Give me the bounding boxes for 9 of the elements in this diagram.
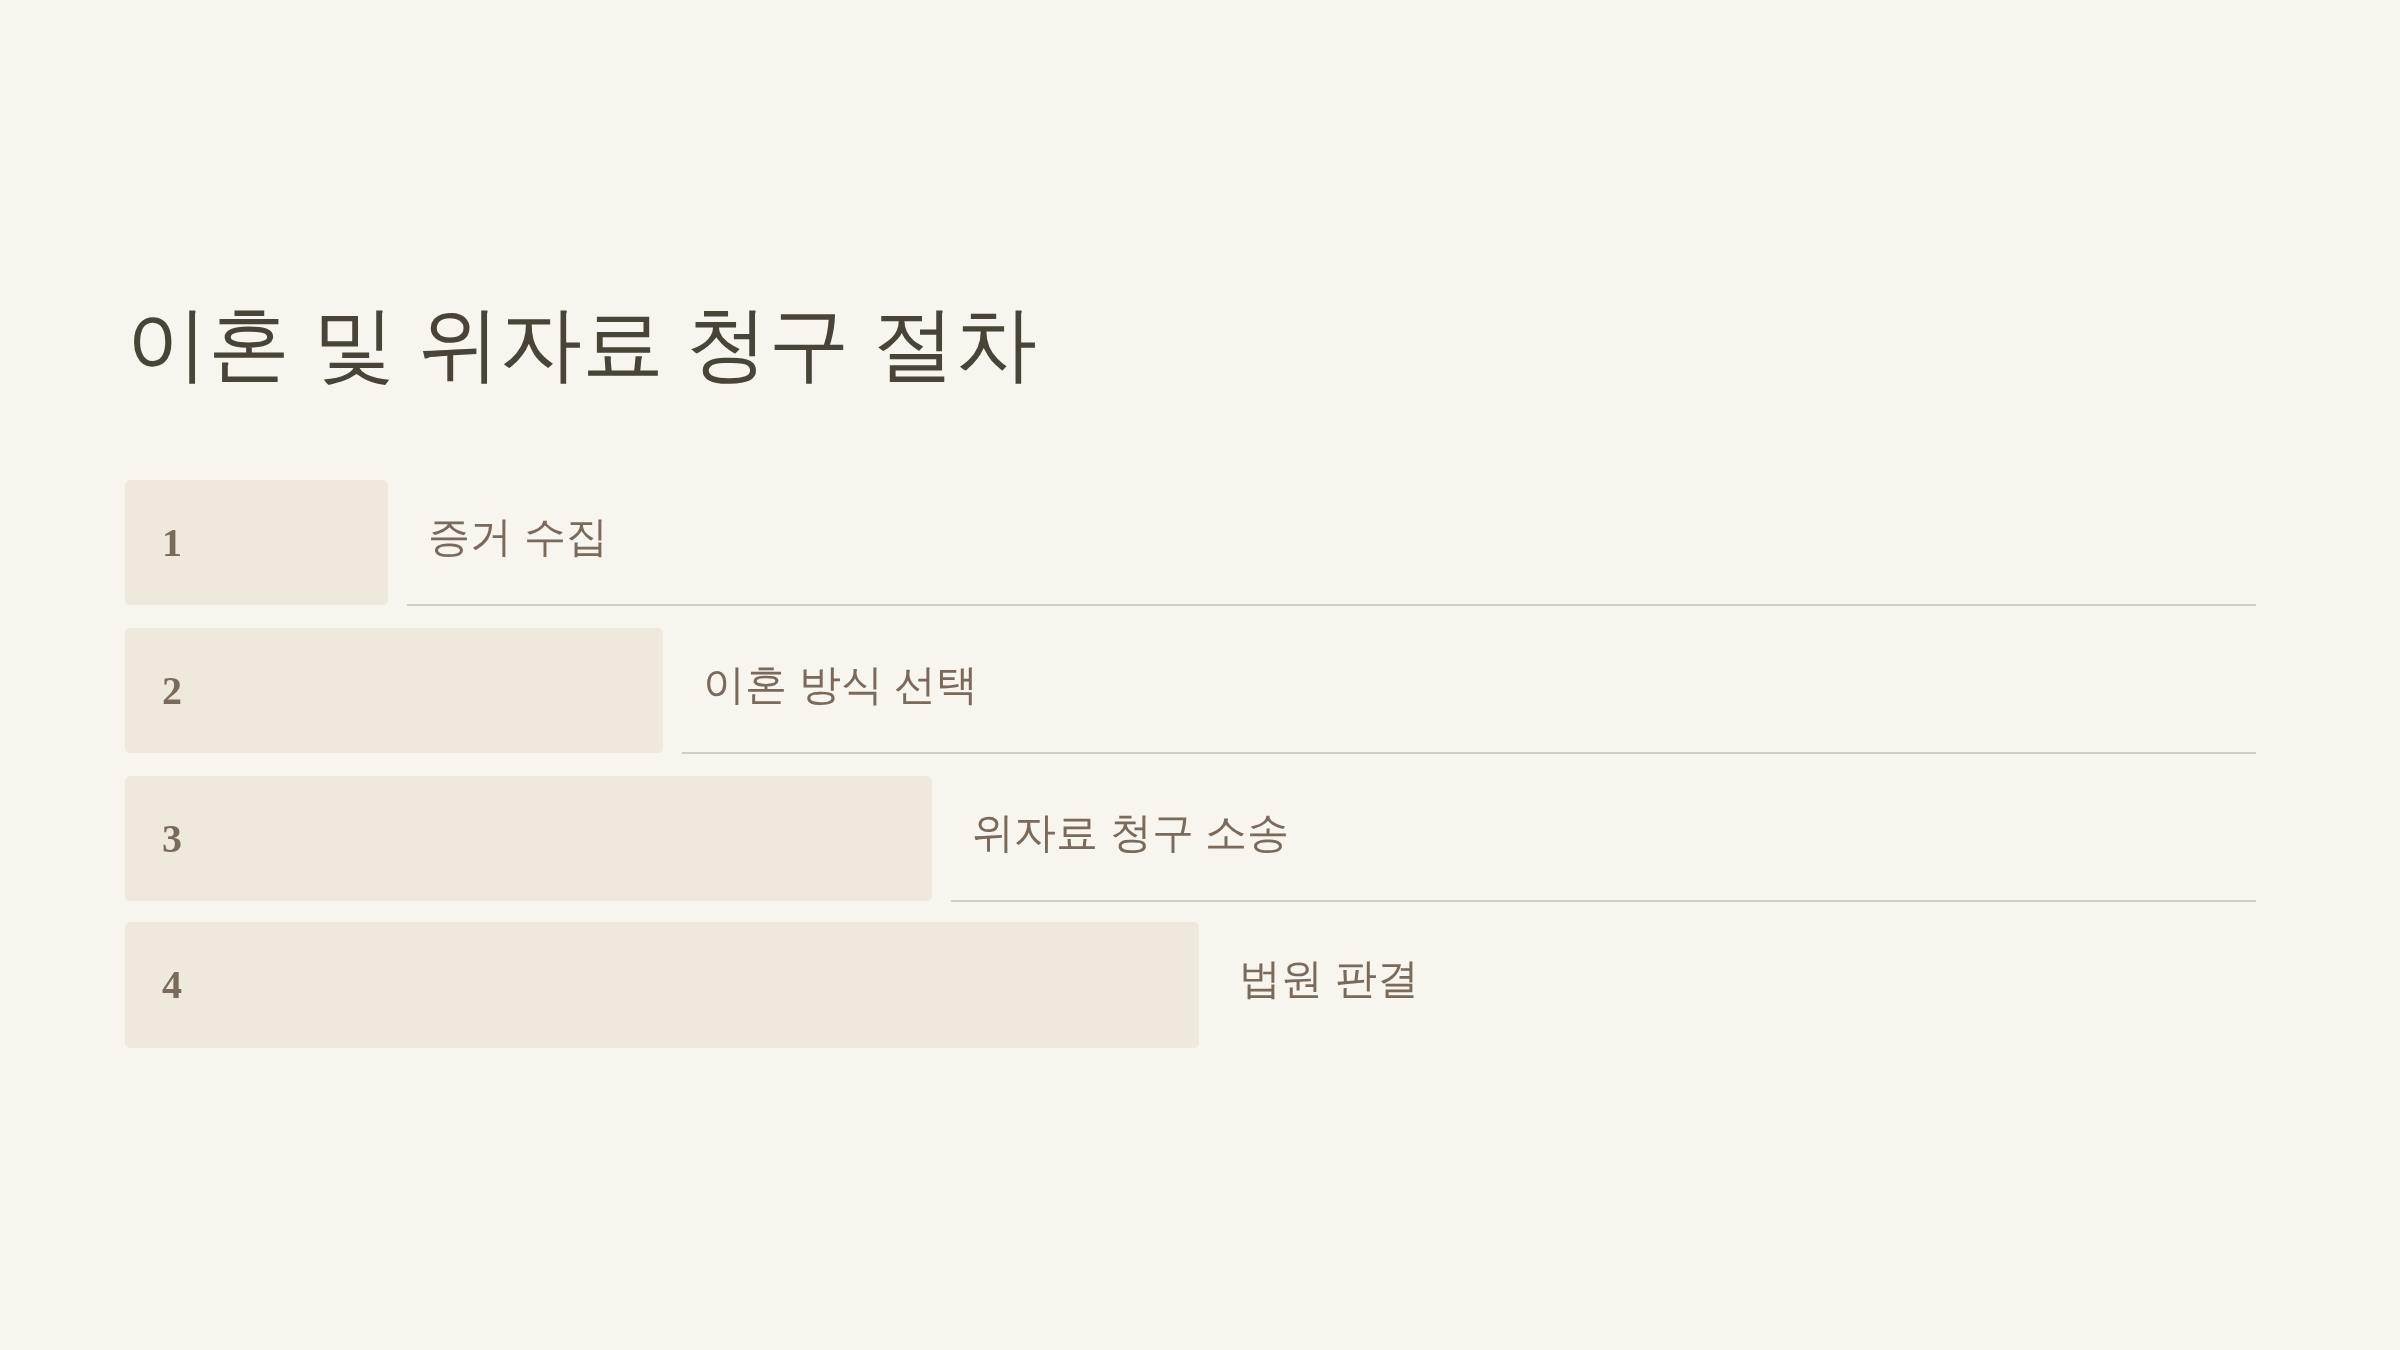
step-number: 3 <box>162 815 182 862</box>
slide-title: 이혼 및 위자료 청구 절차 <box>126 297 1038 391</box>
step-number: 1 <box>162 519 182 566</box>
step-label: 이혼 방식 선택 <box>703 660 979 710</box>
step-label: 증거 수집 <box>428 512 608 562</box>
step-number: 2 <box>162 667 182 714</box>
step-label: 위자료 청구 소송 <box>972 808 1290 858</box>
step-number: 4 <box>162 962 182 1008</box>
step-label: 법원 판결 <box>1239 954 1419 1004</box>
